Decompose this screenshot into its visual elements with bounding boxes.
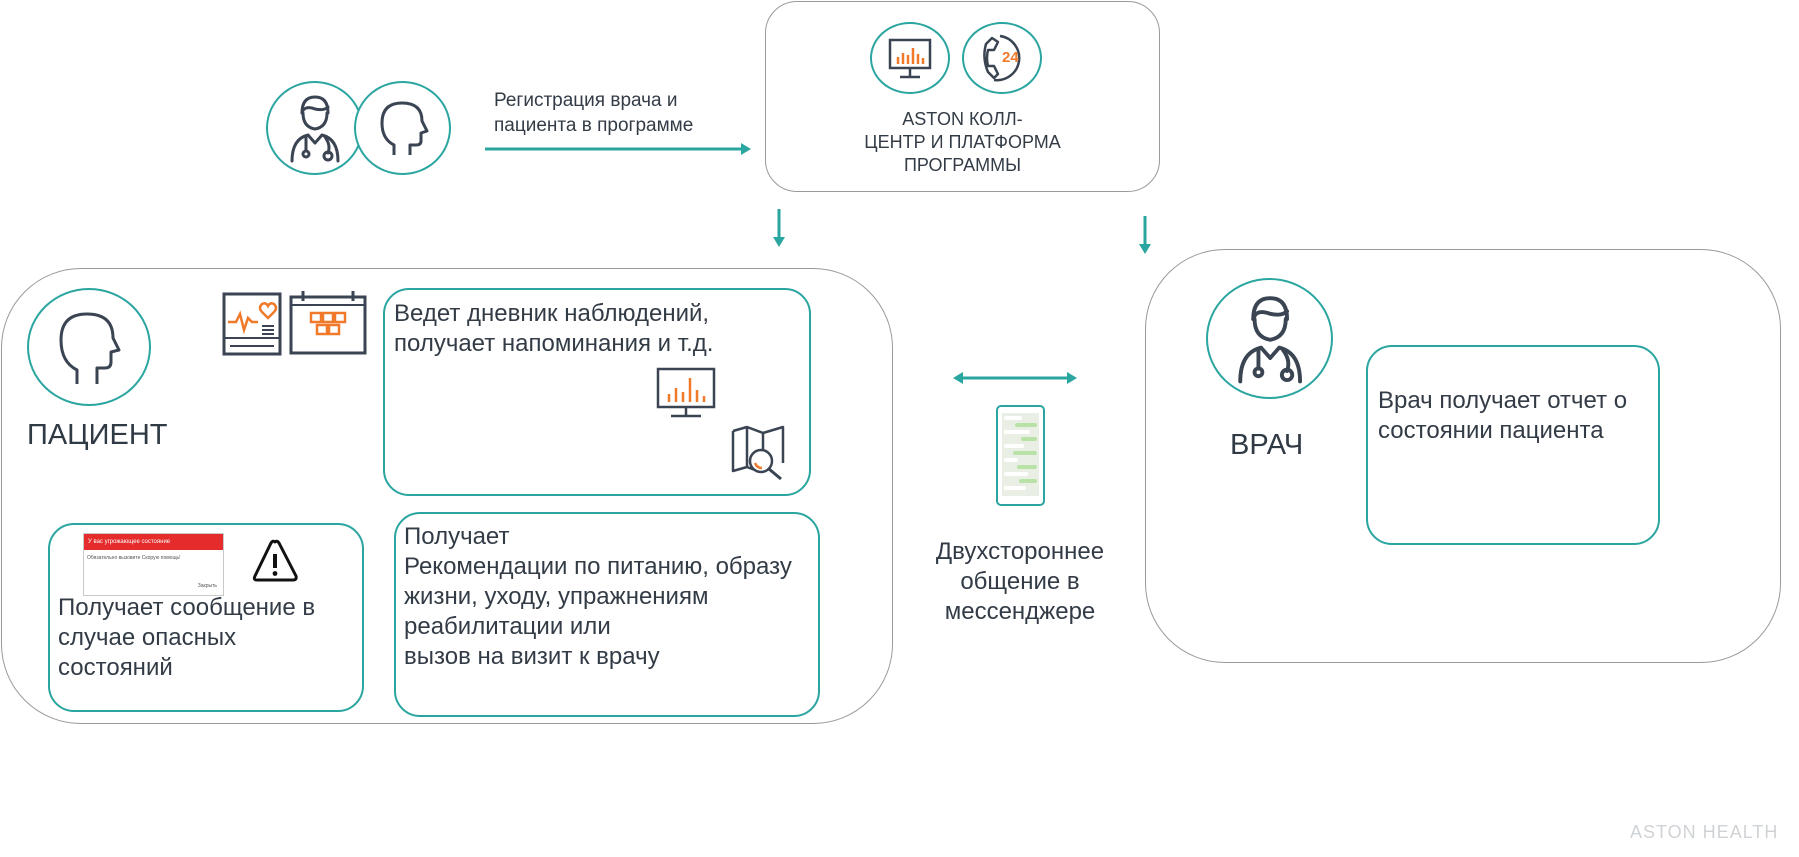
registration-arrow xyxy=(485,143,751,155)
map-search-icon xyxy=(731,425,785,481)
alert-card-body: Обязательно вызовите Скорую помощь! xyxy=(87,555,181,561)
patient-head-icon xyxy=(380,101,429,155)
recommendations-text: Получает Рекомендации по питанию, образу… xyxy=(404,523,792,670)
monitor-chart-icon xyxy=(656,367,716,418)
doctor-section xyxy=(1145,249,1781,663)
doctor-icon xyxy=(1238,296,1302,384)
diary-box xyxy=(383,288,811,496)
calendar-icon xyxy=(289,291,367,355)
phone24-circle: 24 xyxy=(962,22,1042,94)
doctor-avatar-circle xyxy=(266,81,363,175)
doctor-avatar-circle xyxy=(1206,278,1333,399)
patient-section xyxy=(1,268,893,724)
messenger-label: Двухстороннее общение в мессенджере xyxy=(935,538,1105,625)
patient-avatar-circle-top xyxy=(354,81,451,175)
warning-icon xyxy=(252,539,298,582)
phone-screen xyxy=(1002,413,1039,496)
heart-monitor-icon xyxy=(222,292,282,356)
callcenter-box xyxy=(765,1,1160,192)
diary-text: Ведет дневник наблюдений, получает напом… xyxy=(394,300,714,357)
monitor-circle xyxy=(870,22,950,94)
footer-brand: ASTON HEALTH xyxy=(1630,822,1779,842)
alert-card-header: У вас угрожающее состояние xyxy=(84,534,223,550)
report-box xyxy=(1366,345,1660,545)
alert-card-button: Закрыть xyxy=(197,583,217,589)
two-way-arrow xyxy=(953,372,1077,384)
recommendations-box xyxy=(394,512,820,717)
alert-notification-card: У вас угрожающее состояние Обязательно в… xyxy=(83,533,224,596)
alert-text: Получает сообщение в случае опасных сост… xyxy=(58,594,316,681)
patient-title: ПАЦИЕНТ xyxy=(27,419,168,451)
report-text: Врач получает отчет о состоянии пациента xyxy=(1378,387,1628,444)
monitor-chart-icon xyxy=(888,38,932,79)
patient-avatar-circle xyxy=(27,288,151,406)
phone-24-icon: 24 xyxy=(983,34,1021,82)
doctor-title: ВРАЧ xyxy=(1230,429,1304,461)
arrow-down-to-doctor xyxy=(1139,216,1151,254)
registration-label: Регистрация врача и пациента в программе xyxy=(494,90,694,136)
messenger-phone-icon xyxy=(996,405,1045,506)
arrow-down-to-patient xyxy=(773,209,785,247)
clock-24-label: 24 xyxy=(1002,49,1019,66)
doctor-icon xyxy=(290,95,340,163)
callcenter-title: ASTON КОЛЛ- ЦЕНТР И ПЛАТФОРМА ПРОГРАММЫ xyxy=(864,109,1061,175)
patient-head-icon xyxy=(59,312,121,384)
